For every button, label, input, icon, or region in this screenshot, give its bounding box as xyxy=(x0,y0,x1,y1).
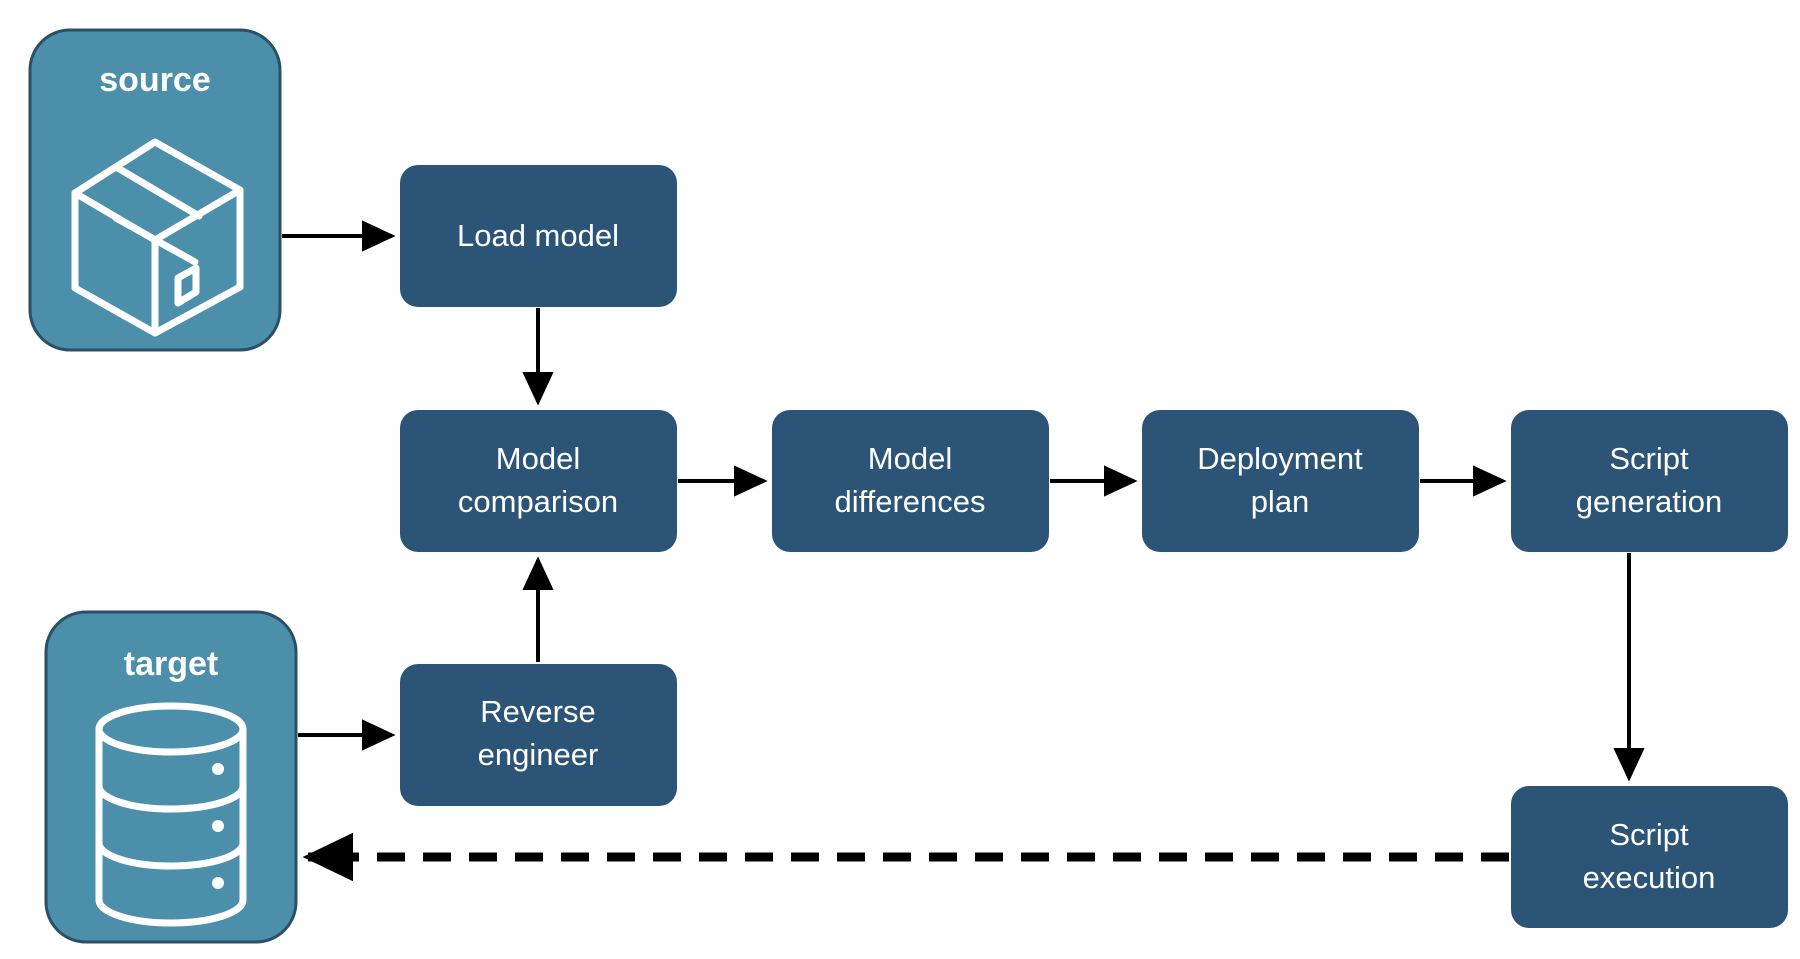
process-node-reverse-engineer[interactable]: Reverse engineer xyxy=(400,664,677,806)
package-box-icon xyxy=(71,138,244,337)
script-execution-label-line1: Script xyxy=(1609,817,1689,852)
endpoint-card-source[interactable]: source xyxy=(28,28,282,352)
deployment-plan-box xyxy=(1142,410,1419,552)
process-node-script-execution[interactable]: Script execution xyxy=(1511,786,1788,928)
source-card-label: source xyxy=(99,61,211,99)
reverse-engineer-label-line1: Reverse xyxy=(480,694,595,729)
reverse-engineer-label-line2: engineer xyxy=(478,737,599,772)
process-node-model-comparison[interactable]: Model comparison xyxy=(400,410,677,552)
process-node-deployment-plan[interactable]: Deployment plan xyxy=(1142,410,1419,552)
model-comparison-label-line1: Model xyxy=(496,441,580,476)
deployment-plan-label-line2: plan xyxy=(1251,484,1310,519)
process-node-model-differences[interactable]: Model differences xyxy=(772,410,1049,552)
script-generation-label-line2: generation xyxy=(1576,484,1723,519)
model-comparison-label-line2: comparison xyxy=(458,484,618,519)
model-differences-box xyxy=(772,410,1049,552)
database-cylinder-icon xyxy=(95,702,247,927)
model-comparison-box xyxy=(400,410,677,552)
script-generation-box xyxy=(1511,410,1788,552)
load-model-box xyxy=(400,165,677,307)
endpoint-card-target[interactable]: target xyxy=(44,610,298,944)
deployment-plan-label-line1: Deployment xyxy=(1197,441,1363,476)
connections-layer xyxy=(282,220,1645,882)
process-node-load-model[interactable]: Load model xyxy=(400,165,677,307)
script-generation-label-line1: Script xyxy=(1609,441,1689,476)
target-card-body xyxy=(44,610,298,944)
model-differences-label-line1: Model xyxy=(868,441,952,476)
script-execution-label-line2: execution xyxy=(1583,860,1716,895)
script-execution-box xyxy=(1511,786,1788,928)
load-model-label-line1: Load model xyxy=(457,218,619,253)
model-differences-label-line2: differences xyxy=(834,484,985,519)
target-card-label: target xyxy=(124,645,218,683)
reverse-engineer-box xyxy=(400,664,677,806)
process-node-script-generation[interactable]: Script generation xyxy=(1511,410,1788,552)
